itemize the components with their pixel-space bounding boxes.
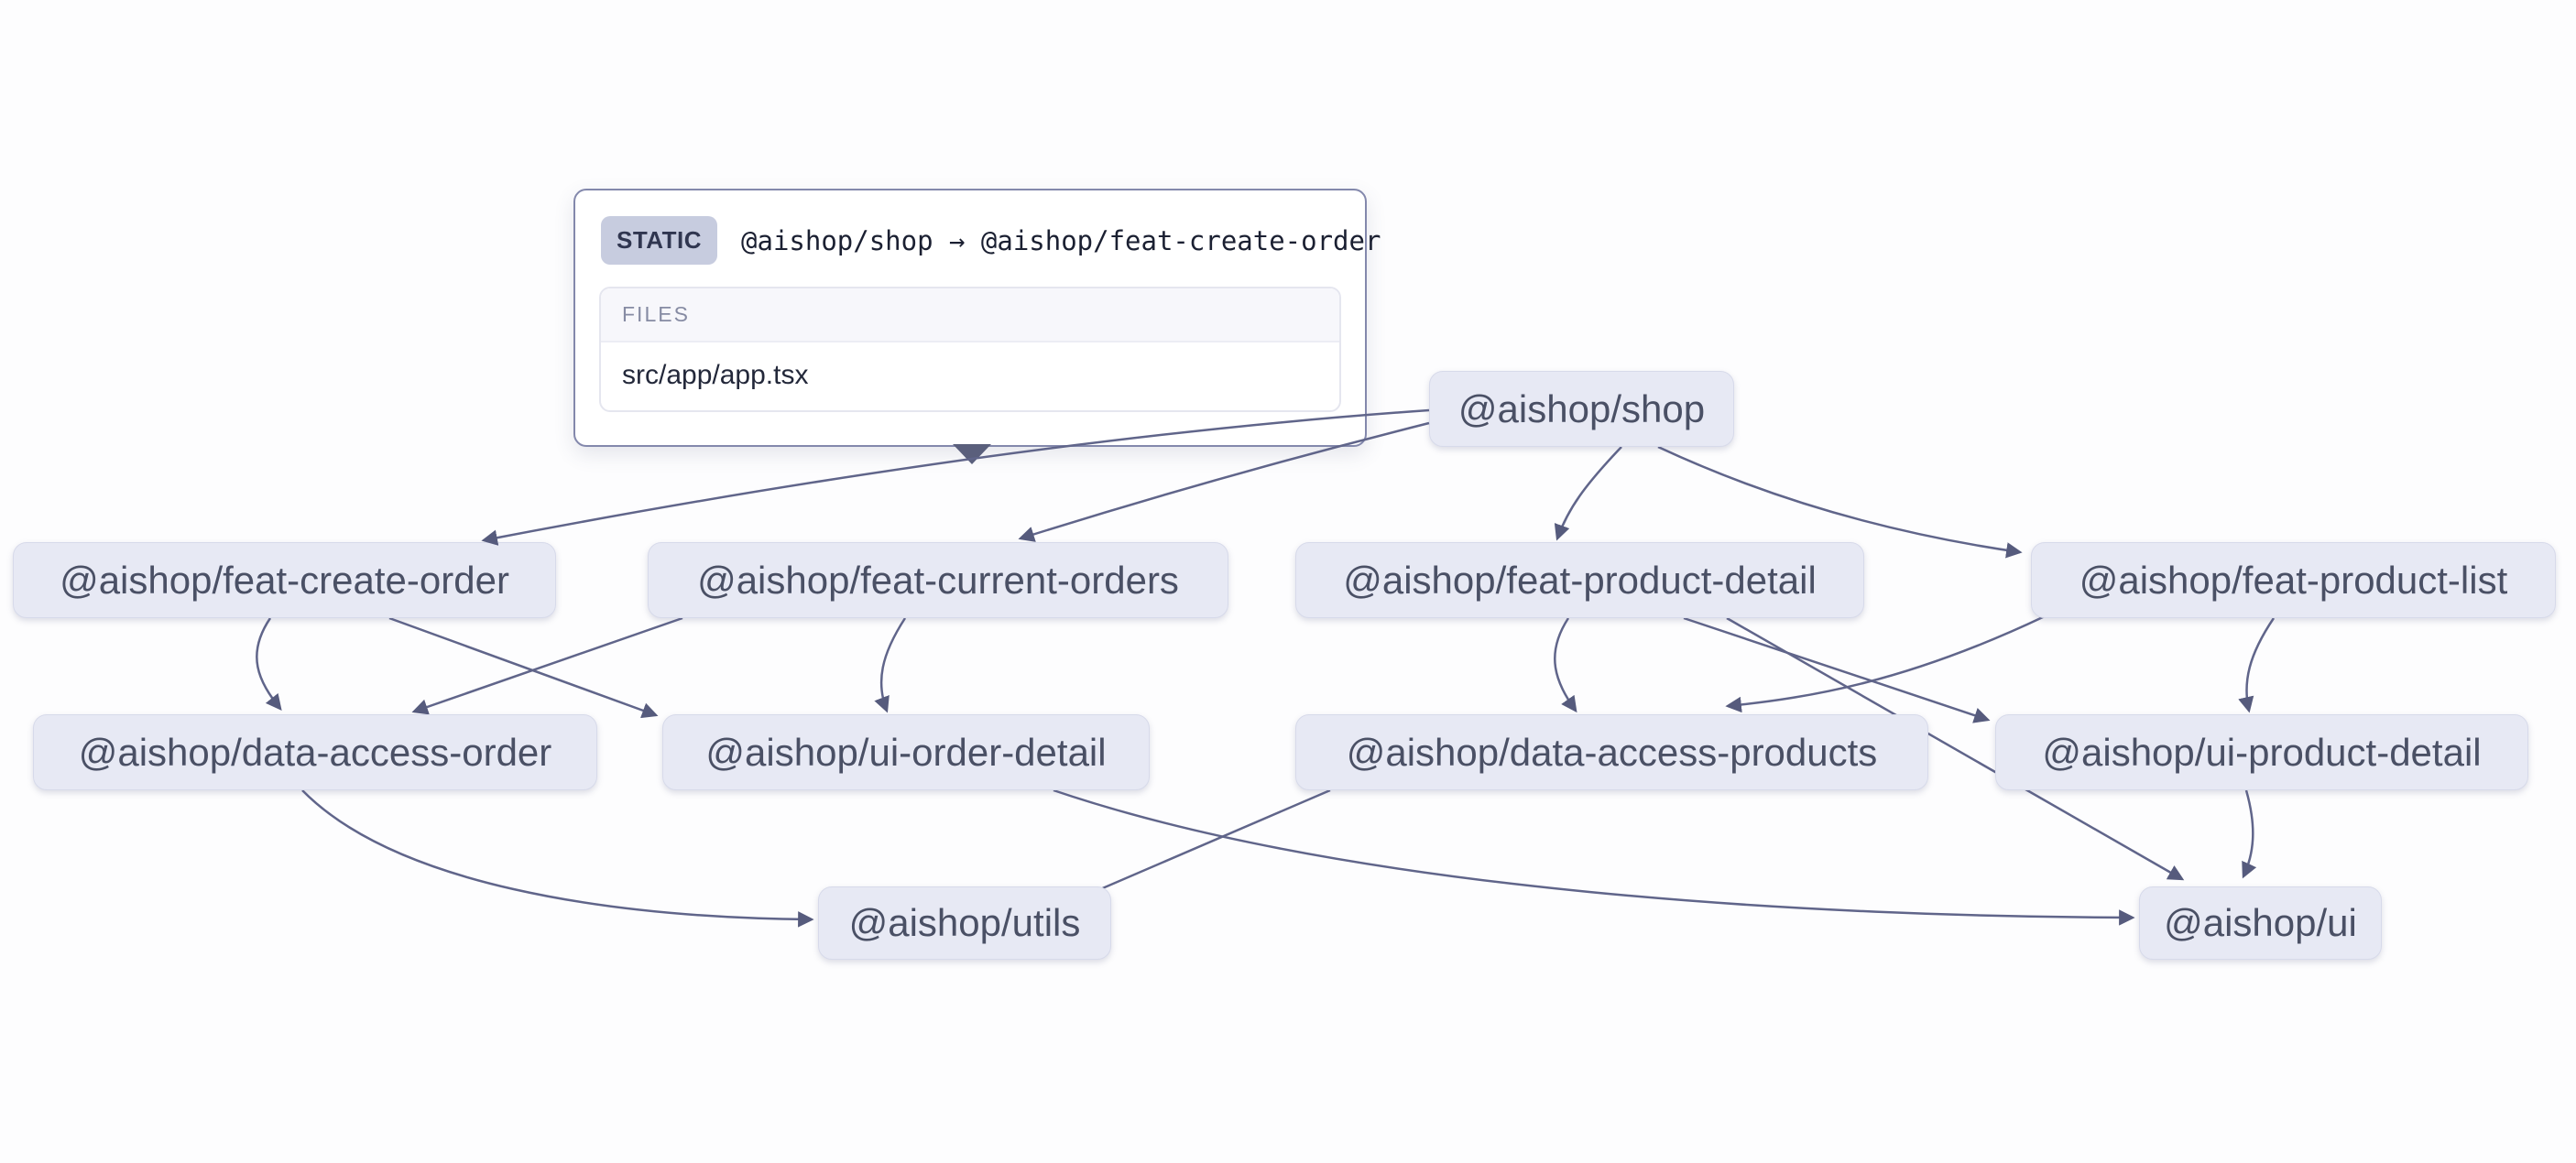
graph-node-ui-order-detail[interactable]: @aishop/ui-order-detail xyxy=(662,714,1150,790)
edge-feat-current-orders-to-ui-order-detail[interactable] xyxy=(874,617,907,713)
edge-shop-to-feat-product-list[interactable] xyxy=(1657,445,2023,559)
file-item[interactable]: src/app/app.tsx xyxy=(622,360,809,390)
graph-node-data-access-order[interactable]: @aishop/data-access-order xyxy=(33,714,597,790)
edge-data-access-order-to-utils[interactable] xyxy=(301,789,814,928)
edge-data-access-products-to-utils[interactable] xyxy=(1064,788,1331,907)
files-header: FILES xyxy=(601,288,1339,342)
graph-node-feat-create-order[interactable]: @aishop/feat-create-order xyxy=(13,542,556,618)
graph-node-feat-product-detail[interactable]: @aishop/feat-product-detail xyxy=(1295,542,1864,618)
graph-node-feat-current-orders[interactable]: @aishop/feat-current-orders xyxy=(648,542,1228,618)
tooltip-pointer-icon xyxy=(953,444,991,464)
tooltip-relation: @aishop/shop → @aishop/feat-create-order xyxy=(741,224,1381,256)
edge-feat-current-orders-to-data-access-order[interactable] xyxy=(411,616,683,715)
edge-feat-product-detail-to-data-access-products[interactable] xyxy=(1554,617,1577,713)
graph-node-data-access-products[interactable]: @aishop/data-access-products xyxy=(1295,714,1928,790)
files-panel: FILES src/app/app.tsx xyxy=(599,287,1341,412)
graph-node-feat-product-list[interactable]: @aishop/feat-product-list xyxy=(2031,542,2556,618)
graph-node-utils[interactable]: @aishop/utils xyxy=(818,886,1111,960)
edge-feat-product-detail-to-ui[interactable] xyxy=(1726,616,2185,881)
graph-node-shop[interactable]: @aishop/shop xyxy=(1429,371,1734,447)
graph-node-ui-product-detail[interactable]: @aishop/ui-product-detail xyxy=(1995,714,2528,790)
static-badge: STATIC xyxy=(601,216,718,265)
edge-feat-product-list-to-data-access-products[interactable] xyxy=(1725,614,2046,713)
edge-ui-order-detail-to-ui[interactable] xyxy=(1053,788,2135,926)
edge-feat-create-order-to-data-access-order[interactable] xyxy=(256,617,282,712)
tooltip-header: STATIC @aishop/shop → @aishop/feat-creat… xyxy=(599,212,1381,265)
edge-shop-to-feat-product-detail[interactable] xyxy=(1554,446,1622,541)
graph-node-ui[interactable]: @aishop/ui xyxy=(2139,886,2382,960)
edge-tooltip: STATIC @aishop/shop → @aishop/feat-creat… xyxy=(573,189,1381,464)
edge-ui-product-detail-to-ui[interactable] xyxy=(2242,789,2257,879)
edge-feat-create-order-to-ui-order-detail[interactable] xyxy=(388,616,659,719)
edge-feat-product-list-to-ui-product-detail[interactable] xyxy=(2238,617,2276,713)
edge-feat-product-detail-to-ui-product-detail[interactable] xyxy=(1683,616,1991,723)
